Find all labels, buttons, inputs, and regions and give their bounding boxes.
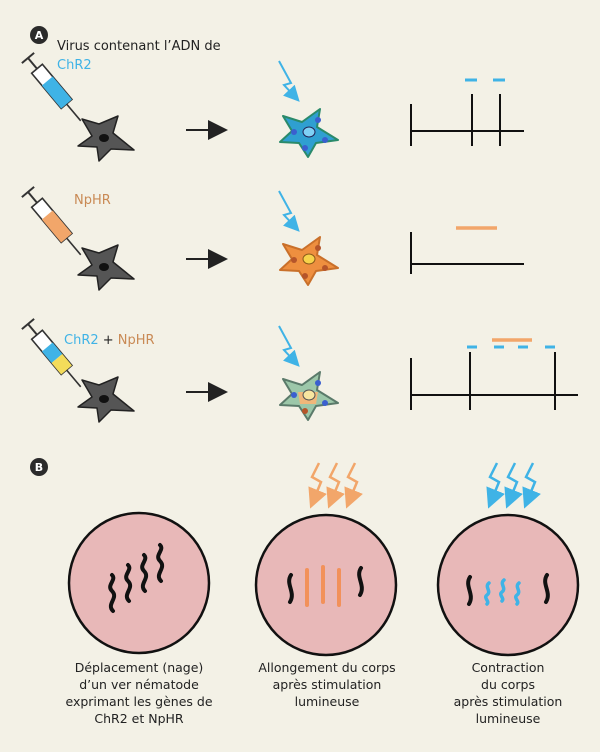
neuron-nucleus: [99, 134, 109, 142]
worms-dish-3: [466, 573, 550, 606]
petri-dish-1: [67, 511, 211, 655]
panel-b-badge: B: [30, 458, 48, 476]
petri-dish-2: [254, 513, 398, 657]
row3-gene-label: ChR2 + NpHR: [64, 333, 155, 348]
worms-dish-2: [287, 565, 364, 607]
light-pulse-marks-row3: [467, 338, 555, 349]
row1-gene-label: ChR2: [57, 58, 92, 73]
light-bolt-icon: [278, 190, 300, 232]
row3-plus: +: [99, 333, 118, 348]
panel-b-label: B: [35, 461, 43, 474]
neuron-chr2-icon: [279, 108, 339, 158]
caption-dish-3: Contraction du corps après stimulation l…: [453, 660, 563, 726]
worms-dish-1: [108, 543, 165, 613]
caption-dish-2: Allongement du corps après stimulation l…: [258, 660, 396, 709]
row1-virus-text: Virus contenant l’ADN de: [57, 39, 221, 54]
row3-gene1: ChR2: [64, 333, 99, 348]
row2-gene-label: NpHR: [74, 193, 111, 208]
light-bolt-icon: [278, 325, 300, 367]
spike-trace-row1: [410, 94, 524, 146]
panel-a-label: A: [35, 29, 44, 42]
panel-a-badge: A: [30, 26, 48, 44]
light-bolt-icon: [278, 60, 300, 102]
light-bolts-orange: [308, 462, 363, 509]
neuron-nucleus: [99, 263, 109, 271]
neuron-nucleus: [99, 395, 109, 403]
neuron-nphr-icon: [279, 236, 339, 286]
syringe-icon: [21, 186, 82, 256]
petri-dish-3: [436, 513, 580, 657]
syringe-icon: [21, 318, 82, 388]
syringe-icon: [21, 52, 82, 122]
light-bolts-blue: [486, 462, 541, 509]
neuron-chr2-nphr-icon: [279, 371, 339, 421]
spike-trace-row2: [410, 232, 524, 274]
caption-dish-1: Déplacement (nage) d’un ver nématode exp…: [65, 660, 213, 726]
row3-gene2: NpHR: [118, 333, 155, 348]
spike-trace-row3: [410, 352, 578, 410]
